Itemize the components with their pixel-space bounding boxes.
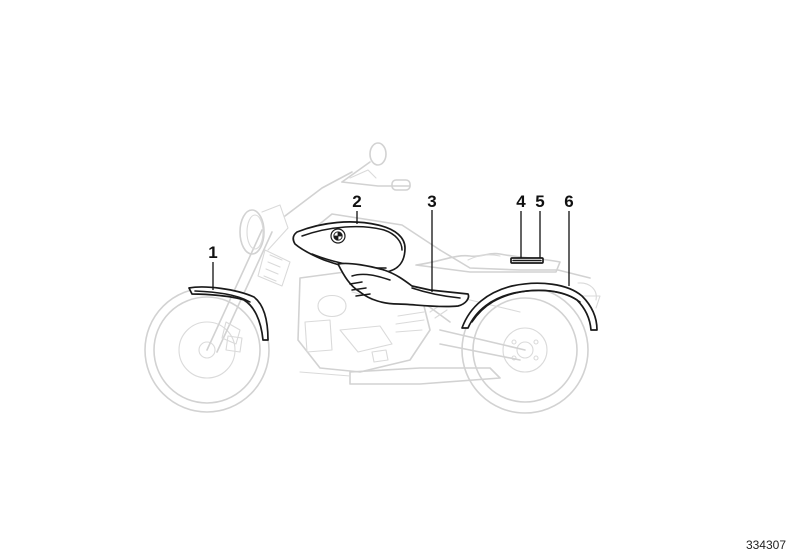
callout-6: 6 [564, 192, 573, 211]
callout-5: 5 [535, 192, 544, 211]
seat [415, 252, 561, 273]
highlighted-parts [188, 221, 598, 341]
front-brake [225, 335, 243, 353]
callout-3: 3 [427, 192, 436, 211]
callout-2: 2 [352, 192, 361, 211]
bmw-roundel-icon [330, 228, 346, 244]
callout-labels: 1 2 3 4 5 6 [208, 192, 573, 262]
rear-suspension [419, 297, 526, 361]
leader-lines [212, 210, 570, 292]
callout-4: 4 [516, 192, 526, 211]
callout-1: 1 [208, 243, 217, 262]
rear-fender-part [461, 282, 598, 331]
headlight [239, 204, 289, 255]
side-panel-part [337, 262, 470, 308]
front-fender-part [188, 286, 269, 341]
handlebar-and-mirror [284, 142, 411, 217]
seat-emblem-part [510, 257, 544, 264]
diagram-number: 334307 [745, 538, 786, 552]
exhaust [299, 367, 501, 385]
